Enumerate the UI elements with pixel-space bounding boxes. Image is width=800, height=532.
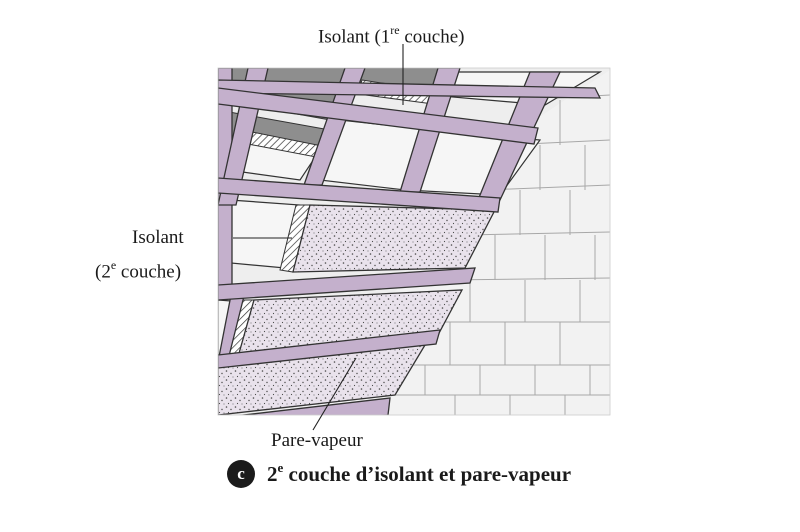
label-second-layer-suffix: couche) bbox=[116, 261, 182, 283]
caption-prefix: 2 bbox=[267, 462, 278, 486]
figure-caption: c 2e couche d’isolant et pare-vapeur bbox=[227, 459, 571, 489]
caption-text: 2e couche d’isolant et pare-vapeur bbox=[267, 460, 572, 487]
illustration-frame bbox=[217, 67, 611, 416]
caption-badge: c bbox=[227, 460, 255, 488]
battens bbox=[218, 79, 602, 415]
label-second-layer-line1: Isolant bbox=[132, 227, 184, 248]
leader-lines bbox=[233, 44, 404, 431]
label-second-layer-superscript: e bbox=[110, 258, 117, 272]
label-second-layer-prefix: (2 bbox=[95, 261, 111, 283]
label-first-layer-superscript: re bbox=[390, 23, 400, 37]
caption-body: couche d’isolant et pare-vapeur bbox=[283, 462, 572, 486]
label-vapor-barrier: Pare-vapeur bbox=[271, 430, 363, 451]
label-first-layer-suffix: couche) bbox=[399, 26, 465, 48]
label-first-layer-insulation: Isolant (1re couche) bbox=[318, 20, 465, 48]
caption-superscript: e bbox=[277, 460, 284, 475]
label-first-layer-text: Isolant (1 bbox=[318, 26, 391, 48]
label-second-layer-line2: (2e couche) bbox=[95, 255, 181, 283]
